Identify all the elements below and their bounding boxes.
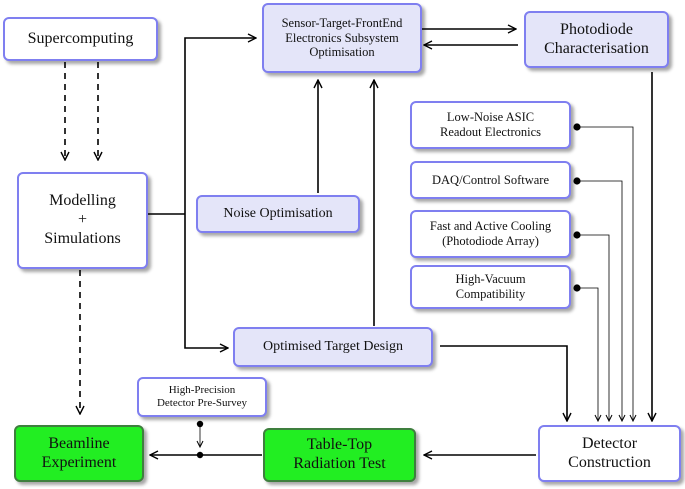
photodiode-label-1: Photodiode [560,20,633,38]
asic-label-1: Low-Noise ASIC [446,110,535,125]
sensor-box: Sensor-Target-FrontEnd Electronics Subsy… [262,3,422,73]
supercomputing-box: Supercomputing [3,17,158,61]
modelling-label-3: Simulations [44,229,121,247]
cooling-label-2: (Photodiode Array) [442,234,539,248]
vacuum-box: High-Vacuum Compatibility [410,265,571,309]
sensor-label-3: Optimisation [309,45,375,60]
detector-box: Detector Construction [538,425,681,482]
target-label: Optimised Target Design [262,338,404,354]
sensor-label-1: Sensor-Target-FrontEnd [281,15,403,30]
beamline-box: Beamline Experiment [14,425,144,482]
survey-join-dot [196,451,204,459]
edge-model-target [184,214,228,348]
survey-label-1: High-Precision [168,384,236,397]
supercomputing-label: Supercomputing [27,29,134,47]
edge-target-detector [440,345,567,421]
sensor-label-2: Electronics Subsystem [285,30,399,45]
tabletop-label-2: Radiation Test [293,455,386,472]
asic-box: Low-Noise ASIC Readout Electronics [410,101,571,149]
daq-label: DAQ/Control Software [432,172,549,187]
daq-box: DAQ/Control Software [410,161,571,199]
modelling-label-1: Modelling [49,192,116,210]
detector-label-1: Detector [581,434,638,452]
target-box: Optimised Target Design [233,327,433,367]
beamline-label-1: Beamline [48,434,110,452]
modelling-label-2: + [77,211,88,229]
cooling-label-1: Fast and Active Cooling [429,219,552,234]
survey-label-2: Detector Pre-Survey [156,397,248,409]
asic-label-2: Readout Electronics [439,125,541,139]
edge-asic-detector [577,126,633,421]
noise-label: Noise Optimisation [223,205,333,221]
edge-model-sensor [184,38,256,214]
survey-box: High-Precision Detector Pre-Survey [137,377,267,417]
modelling-box: Modelling + Simulations [17,172,148,269]
noise-box: Noise Optimisation [196,195,360,233]
photodiode-box: Photodiode Characterisation [524,11,669,68]
beamline-label-2: Experiment [41,453,117,471]
tabletop-box: Table-Top Radiation Test [263,428,416,482]
edge-vacuum-detector [577,287,598,421]
edge-daq-detector [577,180,622,421]
photodiode-label-2: Characterisation [544,39,649,57]
cooling-box: Fast and Active Cooling (Photodiode Arra… [410,210,571,258]
detector-label-2: Construction [568,453,651,471]
vacuum-label-2: Compatibility [455,287,526,301]
tabletop-label-1: Table-Top [306,436,373,454]
vacuum-label-1: High-Vacuum [455,272,526,287]
edge-cooling-detector [577,234,609,421]
